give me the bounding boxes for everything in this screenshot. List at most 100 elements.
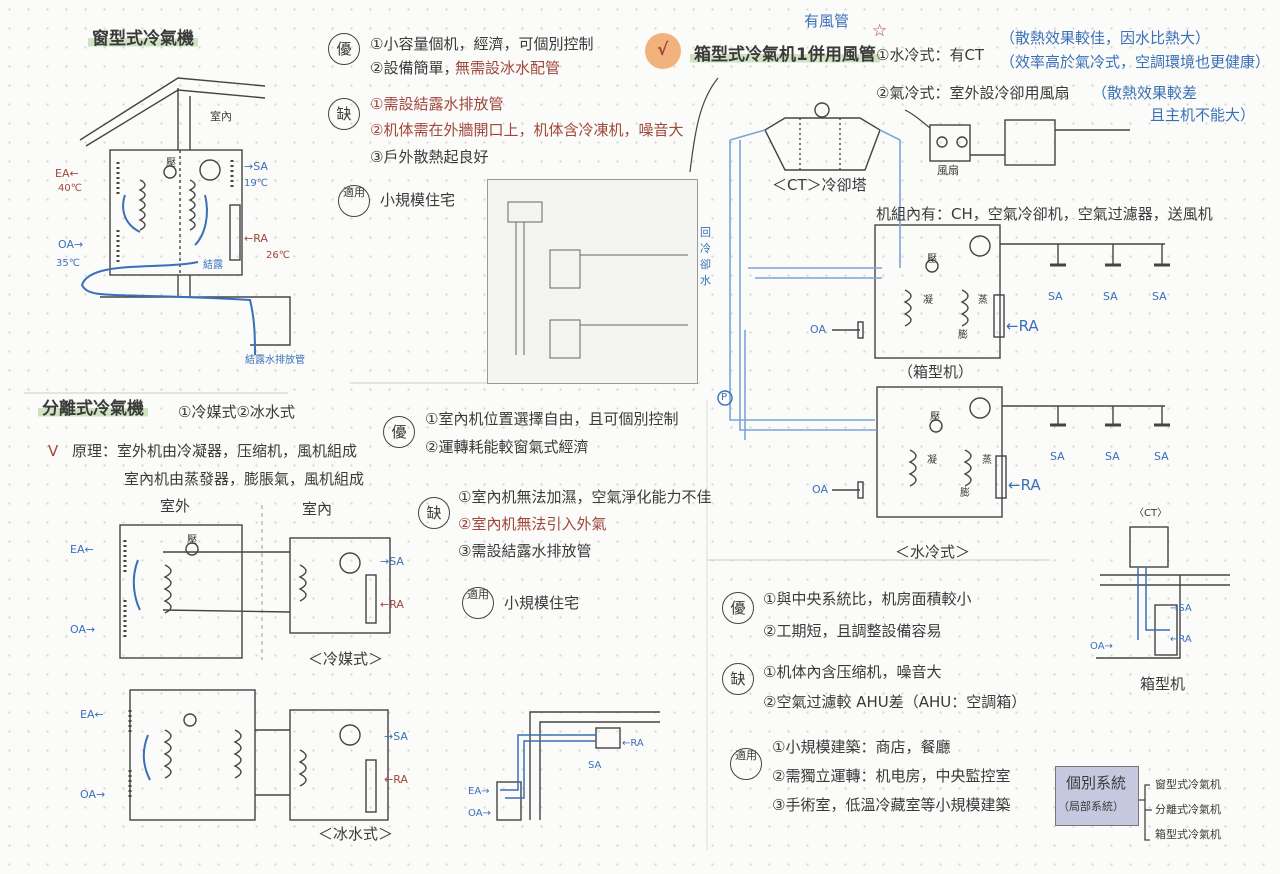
split-sa-2: →SA	[384, 730, 408, 743]
oa-label: OA→	[58, 238, 84, 251]
caption-chilled: ＜冰水式＞	[318, 825, 394, 843]
split-ra-1: ←RA	[380, 598, 404, 611]
window-unit-title: 窗型式冷氣機	[88, 30, 198, 48]
pkg-sa-4: SA	[1050, 450, 1065, 463]
pkg-fit-1: ①小規模建築：商店，餐廳	[772, 738, 951, 756]
split-fit-mark: 適用	[462, 587, 494, 619]
ct-label: ＜CT＞冷卻塔	[772, 176, 867, 194]
pkg-dis-2: ②空氣过濾較 AHU差（AHU：空調箱）	[763, 693, 1027, 711]
drain-label: 結露水排放管	[245, 355, 305, 366]
compressor-label: 壓	[166, 158, 176, 169]
pkg-oa-1: OA	[810, 323, 826, 336]
summary-line2: （局部系統）	[1058, 800, 1124, 813]
fan-label: 風扇	[937, 164, 959, 177]
pkg-sa-2: SA	[1103, 290, 1118, 303]
ea-label: EA←	[55, 167, 79, 180]
check-mark-bg	[645, 33, 681, 69]
water-note-2: （效率高於氣冷式，空調環境也更健康）	[1000, 53, 1271, 71]
sa-label: →SA	[244, 160, 268, 173]
pkg-dis-1: ①机体內含压缩机，噪音大	[763, 663, 942, 681]
indoor-label: 室內	[302, 500, 333, 518]
window-dis-2: ②机体需在外牆開口上，机体含冷凍机，噪音大	[370, 121, 684, 139]
air-note-2: 且主机不能大）	[1150, 106, 1256, 124]
window-fit: 小規模住宅	[380, 191, 456, 209]
summary-item-1: 窗型式冷氣机	[1155, 778, 1221, 791]
pkg-dis-mark: 缺	[722, 663, 754, 695]
pkg-sa-3: SA	[1152, 290, 1167, 303]
ra-temp: 26℃	[266, 250, 290, 261]
window-dis-1: ①需設結露水排放管	[370, 95, 504, 113]
summary-line1: 個別系統	[1066, 774, 1127, 792]
pkg-ra-2: ←RA	[1008, 476, 1041, 494]
pkg-exp-1: 膨	[958, 330, 968, 341]
caption-refrigerant: ＜冷媒式＞	[308, 650, 384, 668]
window-adv-mark: 優	[328, 33, 360, 65]
split-ea-2: EA←	[80, 708, 104, 721]
return-water: 回冷卻水	[700, 226, 711, 287]
pkg-sa-1: SA	[1048, 290, 1063, 303]
wall-ea: EA→	[468, 786, 490, 797]
pkg-evap-1: 蒸	[978, 295, 988, 306]
window-dis-mark: 缺	[328, 98, 360, 130]
wall-oa: OA→	[468, 808, 491, 819]
window-adv-2: ②設備簡單，	[370, 59, 459, 77]
wall-sa: SA	[588, 760, 602, 771]
split-check: V	[48, 442, 59, 460]
pkg-cond-1: 凝	[923, 295, 933, 306]
pkg-exp-2: 膨	[960, 488, 970, 499]
photo-thumbnail	[487, 179, 698, 384]
split-sa-1: →SA	[380, 555, 404, 568]
side-caption: 箱型机	[1140, 675, 1186, 693]
split-oa-2: OA→	[80, 788, 106, 801]
air-note: （散熱效果較差	[1092, 84, 1198, 102]
pkg-adv-mark: 優	[722, 592, 754, 624]
pkg-fit-3: ③手術室，低溫冷藏室等小規模建築	[772, 796, 1011, 814]
split-adv-mark: 優	[383, 416, 415, 448]
window-adv-2b: 無需設冰水配管	[455, 59, 561, 77]
pkg-adv-2: ②工期短，且調整設備容易	[763, 622, 942, 640]
package-title: 箱型式冷氣机1併用風管	[690, 46, 880, 64]
split-dis-3: ③需設結露水排放管	[458, 542, 592, 560]
summary-item-2: 分離式冷氣机	[1155, 803, 1221, 816]
pkg-cond-2: 凝	[927, 455, 937, 466]
pkg-oa-2: OA	[812, 483, 828, 496]
side-ra: ←RA	[1170, 634, 1192, 645]
split-principle-1: 原理：室外机由冷凝器，压缩机，風机組成	[72, 442, 358, 460]
summary-item-3: 箱型式冷氣机	[1155, 828, 1221, 841]
side-ct-label: 〈CT〉	[1134, 508, 1168, 519]
air-cooled: ②氣冷式：室外設冷卻用風扇	[876, 84, 1070, 102]
pkg-sa-5: SA	[1105, 450, 1120, 463]
pkg-fit-2: ②需獨立運轉：机电房，中央監控室	[772, 767, 1011, 785]
note-duct: 有風管	[804, 12, 850, 30]
split-oa-1: OA→	[70, 623, 96, 636]
split-dis-1: ①室內机無法加濕，空氣淨化能力不佳	[458, 488, 712, 506]
water-cooled: ①水冷式：有CT	[876, 46, 985, 64]
unit-contents: 机組內有：CH，空氣冷卻机，空氣过濾器，送風机	[876, 205, 1213, 223]
split-ea-1: EA←	[70, 543, 94, 556]
split-dis-mark: 缺	[418, 497, 450, 529]
window-dis-3: ③戶外散熱起良好	[370, 148, 489, 166]
pkg-evap-2: 蒸	[982, 455, 992, 466]
water-note: （散熱效果較佳，因水比熱大）	[1000, 29, 1211, 47]
split-types: ①冷媒式②冰水式	[178, 403, 295, 421]
pkg-comp-2: 壓	[930, 412, 940, 423]
side-oa: OA→	[1090, 641, 1113, 652]
split-comp-1: 壓	[187, 535, 197, 546]
pkg-adv-1: ①與中央系統比，机房面積較小	[763, 590, 972, 608]
pkg-fit-mark: 適用	[730, 748, 762, 780]
oa-temp: 35℃	[56, 258, 80, 269]
pkg-comp-1: 壓	[927, 254, 937, 265]
wall-ra: ←RA	[622, 738, 644, 749]
sa-temp: 19℃	[244, 178, 268, 189]
split-adv-2: ②運轉耗能較窗氣式經濟	[425, 438, 589, 456]
drip-label: 結露	[203, 260, 223, 271]
pump-label: P	[721, 392, 728, 403]
side-sa: →SA	[1170, 603, 1192, 614]
split-unit-title: 分離式冷氣機	[38, 400, 148, 418]
unit-caption: （箱型机）	[898, 363, 974, 381]
star-icon: ☆	[872, 21, 888, 41]
split-principle-2: 室內机由蒸發器，膨脹氣，風机組成	[124, 470, 365, 488]
outdoor-label: 室外	[160, 497, 191, 515]
package-check: √	[657, 40, 669, 60]
